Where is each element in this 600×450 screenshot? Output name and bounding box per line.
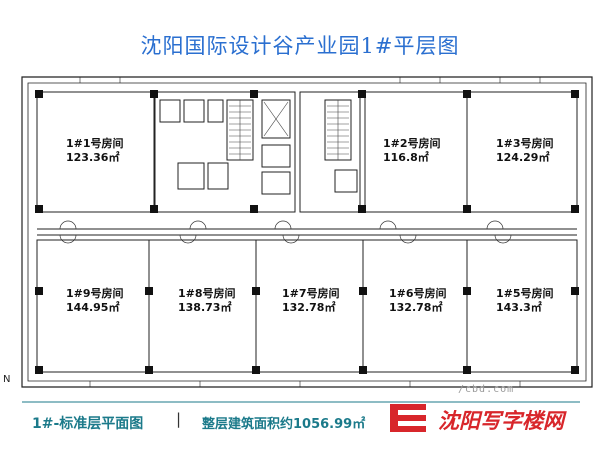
- room-area: 143.3㎡: [496, 301, 542, 314]
- room-area: 132.78㎡: [389, 301, 443, 314]
- room-label-1: 1#1号房间 123.36㎡: [66, 137, 124, 165]
- north-arrow-label: N: [3, 374, 11, 385]
- logo-bar-top: [390, 404, 426, 410]
- interior-walls: [36, 91, 578, 373]
- stair-treads: [229, 100, 349, 160]
- room-area: 138.73㎡: [178, 301, 232, 314]
- room-name: 1#5号房间: [496, 287, 554, 300]
- logo-bar-mid: [390, 415, 426, 421]
- room-area: 144.95㎡: [66, 301, 120, 314]
- door-swings: [59, 220, 512, 244]
- room-label-7: 1#7号房间 132.78㎡: [282, 287, 340, 315]
- room-area: 124.29㎡: [496, 151, 550, 164]
- room-label-8: 1#8号房间 138.73㎡: [178, 287, 236, 315]
- structural-columns: [35, 90, 579, 374]
- site-watermark: /cbd.com: [458, 384, 515, 395]
- logo-bar-bottom: [390, 426, 426, 432]
- outer-walls: [21, 76, 593, 388]
- room-label-2: 1#2号房间 116.8㎡: [383, 137, 441, 165]
- room-name: 1#8号房间: [178, 287, 236, 300]
- room-label-5: 1#5号房间 143.3㎡: [496, 287, 554, 315]
- room-name: 1#6号房间: [389, 287, 447, 300]
- room-name: 1#7号房间: [282, 287, 340, 300]
- logo-bar-side: [390, 404, 398, 432]
- room-name: 1#3号房间: [496, 137, 554, 150]
- room-name: 1#1号房间: [66, 137, 124, 150]
- room-label-3: 1#3号房间 124.29㎡: [496, 137, 554, 165]
- floor-label: 1#-标准层平面图: [32, 416, 144, 432]
- room-area: 123.36㎡: [66, 151, 120, 164]
- brand-logo: [390, 404, 426, 432]
- room-area: 116.8㎡: [383, 151, 429, 164]
- room-name: 1#2号房间: [383, 137, 441, 150]
- room-area: 132.78㎡: [282, 301, 336, 314]
- room-name: 1#9号房间: [66, 287, 124, 300]
- brand-name: 沈阳写字楼网: [438, 409, 564, 433]
- room-label-6: 1#6号房间 132.78㎡: [389, 287, 447, 315]
- total-area-label: 整层建筑面积约1056.99㎡: [202, 417, 366, 432]
- plan-title: 沈阳国际设计谷产业园1#平层图: [140, 34, 460, 58]
- room-label-9: 1#9号房间 144.95㎡: [66, 287, 124, 315]
- window-marks: [79, 77, 541, 387]
- footer-separator: |: [176, 410, 182, 428]
